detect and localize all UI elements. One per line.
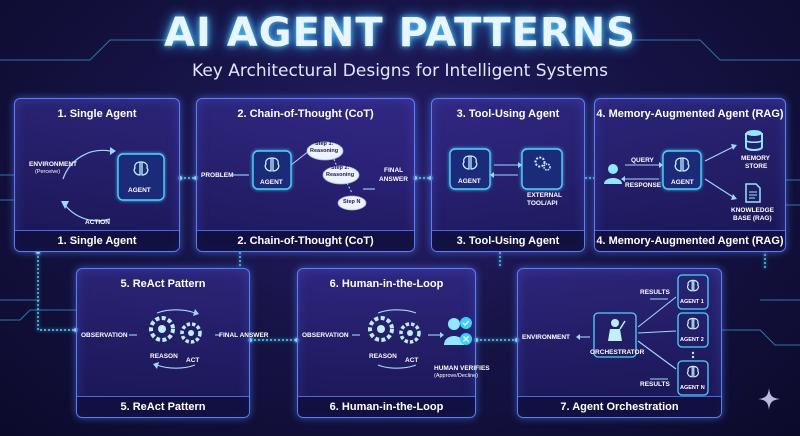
orchestration-diagram bbox=[576, 274, 709, 396]
panel-footer: 3. Tool-Using Agent bbox=[432, 230, 584, 251]
database-icon bbox=[745, 129, 763, 151]
conductor-icon bbox=[604, 317, 626, 343]
agent-2-label: AGENT 2 bbox=[680, 337, 704, 343]
query-label: QUERY bbox=[631, 157, 654, 164]
page-title: AI AGENT PATTERNS bbox=[164, 10, 636, 56]
panel-react-pattern: 5. ReAct Pattern OBSERVATION REASON ACT … bbox=[76, 268, 268, 418]
panel-heading: 3. Tool-Using Agent bbox=[456, 108, 560, 120]
agent-label: AGENT bbox=[671, 179, 694, 186]
cot-diagram bbox=[233, 141, 375, 211]
human-verifies-label: HUMAN VERIFIES bbox=[434, 365, 490, 372]
observation-label: OBSERVATION bbox=[81, 332, 128, 339]
agent-label: AGENT bbox=[458, 178, 481, 185]
environment-label: ENVIRONMENT bbox=[29, 161, 78, 168]
panel-footer: 4. Memory-Augmented Agent (RAG) bbox=[595, 230, 785, 251]
tool-diagram bbox=[449, 148, 563, 190]
approve-decline-label: (Approve/Decline) bbox=[434, 373, 479, 379]
brain-chip-icon bbox=[262, 155, 282, 175]
answer-label: ANSWER bbox=[379, 176, 408, 183]
reason-label: REASON bbox=[150, 353, 178, 360]
react-diagram bbox=[129, 309, 221, 369]
results-bottom-label: RESULTS bbox=[640, 381, 670, 388]
base-rag-label: BASE (RAG) bbox=[733, 215, 772, 222]
action-label: ACTION bbox=[85, 219, 110, 226]
external-label: EXTERNAL bbox=[527, 192, 563, 199]
sparkle-icon bbox=[758, 388, 780, 410]
step1-label: Step 1: bbox=[315, 141, 334, 147]
rag-diagram bbox=[621, 144, 737, 200]
panel-single-agent: 1. Single Agent ENVIRONMENT (Perceive) A… bbox=[14, 98, 180, 252]
page-subtitle: Key Architectural Designs for Intelligen… bbox=[192, 61, 608, 81]
step1-reasoning-label: Reasoning bbox=[310, 148, 339, 154]
stepn-label: Step N bbox=[343, 199, 361, 205]
brain-chip-icon bbox=[685, 316, 701, 332]
panel-footer: 5. ReAct Pattern bbox=[77, 396, 249, 417]
panel-heading: 4. Memory-Augmented Agent (RAG) bbox=[596, 108, 784, 120]
gears-icon bbox=[532, 153, 552, 173]
human-approve-icon bbox=[444, 315, 474, 351]
panel-footer: 7. Agent Orchestration bbox=[518, 396, 721, 417]
single-agent-diagram bbox=[61, 147, 165, 222]
act-label: ACT bbox=[186, 357, 200, 364]
environment-label: ENVIRONMENT bbox=[522, 334, 571, 341]
brain-chip-icon bbox=[131, 159, 151, 179]
panel-memory-augmented-agent: 4. Memory-Augmented Agent (RAG) QUERY RE… bbox=[594, 98, 786, 252]
reason-label: REASON bbox=[369, 353, 397, 360]
panel-heading: 1. Single Agent bbox=[57, 108, 137, 120]
results-top-label: RESULTS bbox=[640, 289, 670, 296]
response-label: RESPONSE bbox=[625, 182, 662, 189]
panel-human-in-the-loop: 6. Human-in-the-Loop OBSERVATION REASON … bbox=[297, 268, 490, 418]
panel-footer: 2. Chain-of-Thought (CoT) bbox=[197, 230, 414, 251]
user-icon bbox=[603, 163, 623, 185]
step2-label: Step 2: bbox=[331, 165, 350, 171]
panel-footer: 6. Human-in-the-Loop bbox=[298, 396, 475, 417]
gears-icon bbox=[364, 315, 428, 351]
memory-label: MEMORY bbox=[741, 155, 771, 162]
orchestrator-label: ORCHESTRATOR bbox=[590, 349, 645, 356]
store-label: STORE bbox=[745, 163, 768, 170]
problem-label: PROBLEM bbox=[201, 172, 234, 179]
human-loop-diagram bbox=[352, 309, 444, 369]
brain-chip-icon bbox=[672, 155, 692, 175]
brain-chip-icon bbox=[460, 153, 480, 173]
brain-chip-icon bbox=[685, 364, 701, 380]
knowledge-label: KNOWLEDGE bbox=[731, 207, 774, 214]
brain-chip-icon bbox=[685, 278, 701, 294]
agent-label: AGENT bbox=[260, 179, 283, 186]
act-label: ACT bbox=[405, 357, 419, 364]
panel-chain-of-thought: 2. Chain-of-Thought (CoT) PROBLEM AGENT … bbox=[196, 98, 415, 252]
panel-heading: 5. ReAct Pattern bbox=[120, 278, 206, 290]
gears-icon bbox=[145, 315, 209, 351]
panel-footer: 1. Single Agent bbox=[15, 230, 179, 251]
panel-heading: 6. Human-in-the-Loop bbox=[329, 278, 444, 290]
agent-label: AGENT bbox=[128, 187, 151, 194]
panel-heading: 2. Chain-of-Thought (CoT) bbox=[237, 108, 374, 120]
tool-api-label: TOOL/API bbox=[527, 200, 558, 207]
agent-1-label: AGENT 1 bbox=[680, 299, 704, 305]
observation-label: OBSERVATION bbox=[302, 332, 349, 339]
panel-tool-using-agent: 3. Tool-Using Agent AGENT EXTERNAL TOOL/… bbox=[431, 98, 585, 252]
document-icon bbox=[745, 183, 761, 203]
step2-reasoning-label: Reasoning bbox=[326, 172, 355, 178]
panel-agent-orchestration: ENVIRONMENT ORCHESTRATOR RESULTS RESULTS… bbox=[517, 268, 722, 418]
final-answer-label: FINAL ANSWER bbox=[219, 332, 269, 339]
final-label: FINAL bbox=[384, 167, 404, 174]
agent-n-label: AGENT N bbox=[680, 385, 705, 391]
environment-sub-label: (Perceive) bbox=[35, 169, 61, 175]
